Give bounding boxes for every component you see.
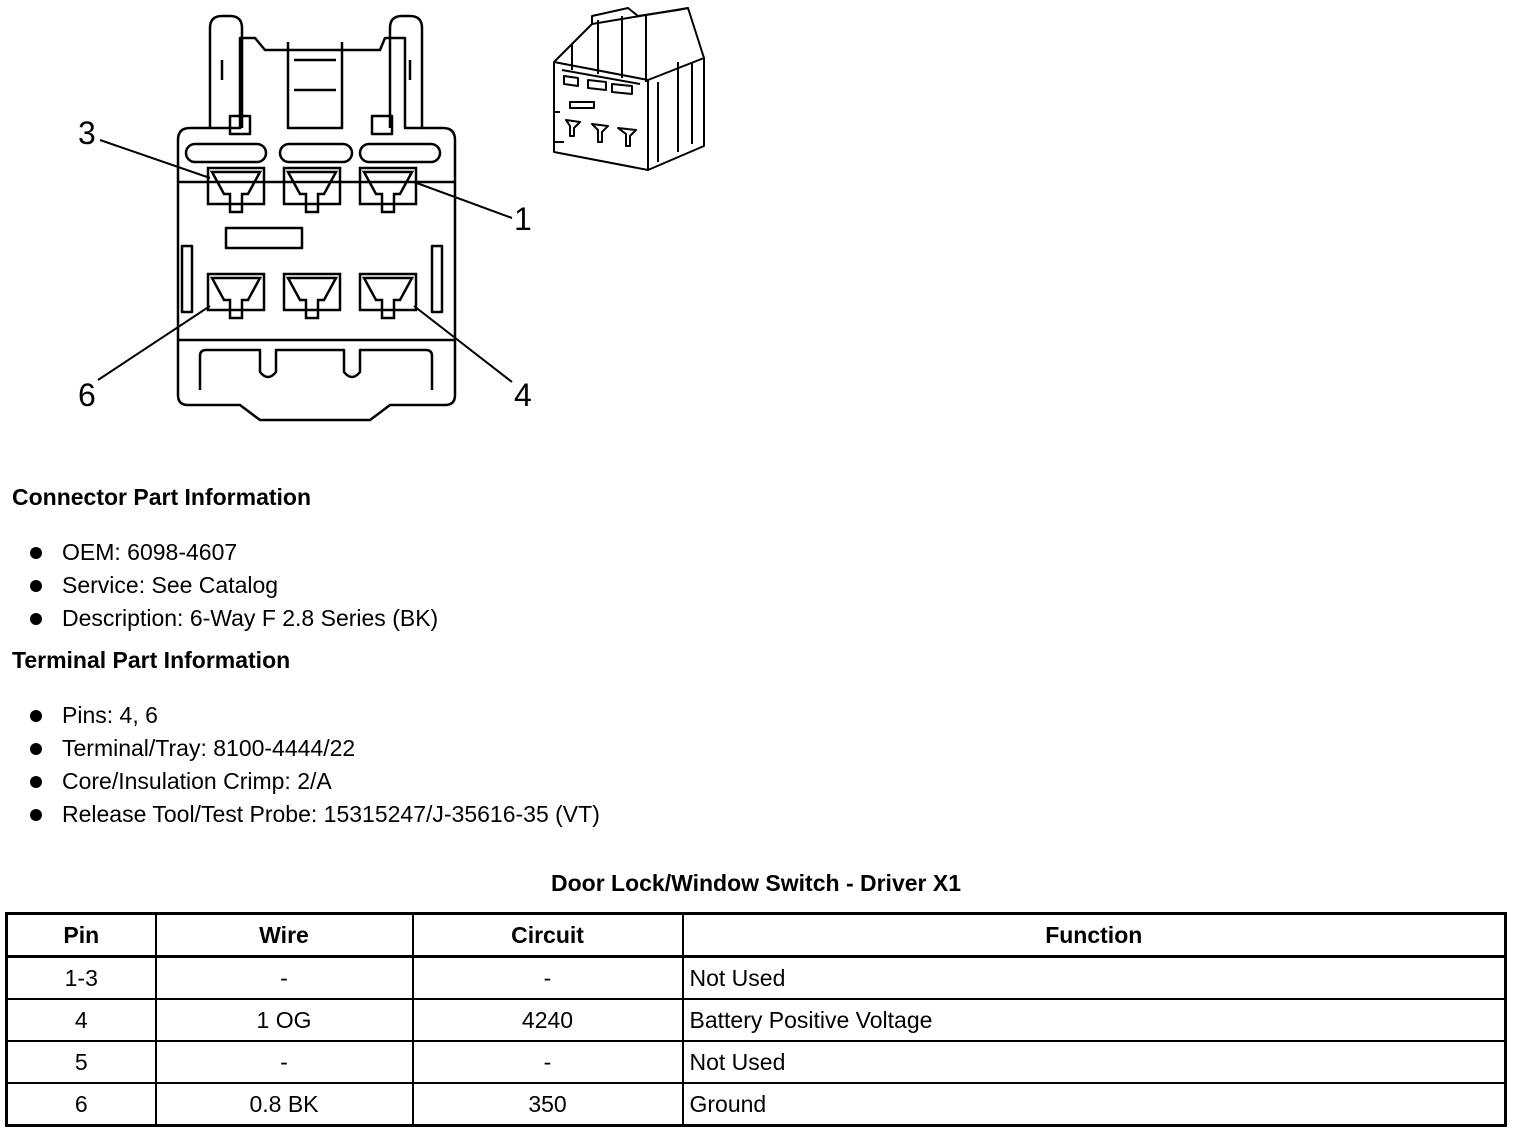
- pin-label-3: 3: [78, 115, 96, 151]
- list-item: Pins: 4, 6: [28, 699, 600, 732]
- cell-circuit: -: [411, 955, 684, 1000]
- table-header-row: Pin Wire Circuit Function: [5, 912, 1507, 958]
- bullet-icon: [30, 547, 42, 559]
- cell-function: Battery Positive Voltage: [681, 998, 1507, 1042]
- cell-function: Ground: [681, 1082, 1507, 1127]
- cell-function: Not Used: [681, 1040, 1507, 1084]
- cell-wire: 0.8 BK: [154, 1082, 414, 1127]
- table-row: 6 0.8 BK 350 Ground: [5, 1082, 1507, 1127]
- column-header-wire: Wire: [154, 912, 414, 958]
- table-row: 5 - - Not Used: [5, 1040, 1507, 1084]
- list-item: Release Tool/Test Probe: 15315247/J-3561…: [28, 798, 600, 831]
- list-item: Terminal/Tray: 8100-4444/22: [28, 732, 600, 765]
- column-header-pin: Pin: [5, 912, 157, 958]
- cell-pin: 4: [5, 998, 157, 1042]
- list-item-text: Service: See Catalog: [62, 572, 279, 598]
- cell-circuit: 4240: [411, 998, 684, 1042]
- pin-label-4: 4: [514, 377, 532, 413]
- cell-wire: 1 OG: [154, 998, 414, 1042]
- pin-label-6: 6: [78, 377, 96, 413]
- table-row: 1-3 - - Not Used: [5, 955, 1507, 1000]
- table-title: Door Lock/Window Switch - Driver X1: [550, 870, 961, 896]
- bullet-icon: [30, 580, 42, 592]
- list-item: Description: 6-Way F 2.8 Series (BK): [28, 602, 438, 635]
- list-item-text: Description: 6-Way F 2.8 Series (BK): [62, 605, 439, 631]
- connector-face-diagram: 3 1 6 4: [78, 14, 532, 422]
- list-item-text: Core/Insulation Crimp: 2/A: [62, 768, 332, 794]
- cell-pin: 6: [5, 1082, 157, 1127]
- cell-pin: 1-3: [5, 955, 157, 1000]
- list-item: Core/Insulation Crimp: 2/A: [28, 765, 600, 798]
- list-item-text: Terminal/Tray: 8100-4444/22: [62, 735, 356, 761]
- list-item: OEM: 6098-4607: [28, 536, 438, 569]
- connector-part-info-heading: Connector Part Information: [12, 484, 312, 510]
- connector-isometric-diagram: [553, 7, 705, 171]
- terminal-part-info-heading: Terminal Part Information: [12, 647, 291, 673]
- list-item-text: OEM: 6098-4607: [62, 539, 238, 565]
- table-row: 4 1 OG 4240 Battery Positive Voltage: [5, 998, 1507, 1042]
- cell-wire: -: [154, 1040, 414, 1084]
- terminal-part-info-list: Pins: 4, 6 Terminal/Tray: 8100-4444/22 C…: [28, 699, 600, 831]
- list-item-text: Release Tool/Test Probe: 15315247/J-3561…: [62, 801, 600, 827]
- column-header-function: Function: [681, 912, 1507, 958]
- cell-circuit: 350: [411, 1082, 684, 1127]
- cell-wire: -: [154, 955, 414, 1000]
- bullet-icon: [30, 710, 42, 722]
- cell-pin: 5: [5, 1040, 157, 1084]
- cell-circuit: -: [411, 1040, 684, 1084]
- bullet-icon: [30, 613, 42, 625]
- bullet-icon: [30, 743, 42, 755]
- list-item: Service: See Catalog: [28, 569, 438, 602]
- pin-label-1: 1: [514, 201, 532, 237]
- column-header-circuit: Circuit: [411, 912, 684, 958]
- pin-table: Pin Wire Circuit Function 1-3 - - Not Us…: [5, 912, 1507, 1127]
- bullet-icon: [30, 776, 42, 788]
- list-item-text: Pins: 4, 6: [62, 702, 158, 728]
- connector-part-info-list: OEM: 6098-4607 Service: See Catalog Desc…: [28, 536, 438, 635]
- cell-function: Not Used: [681, 955, 1507, 1000]
- bullet-icon: [30, 809, 42, 821]
